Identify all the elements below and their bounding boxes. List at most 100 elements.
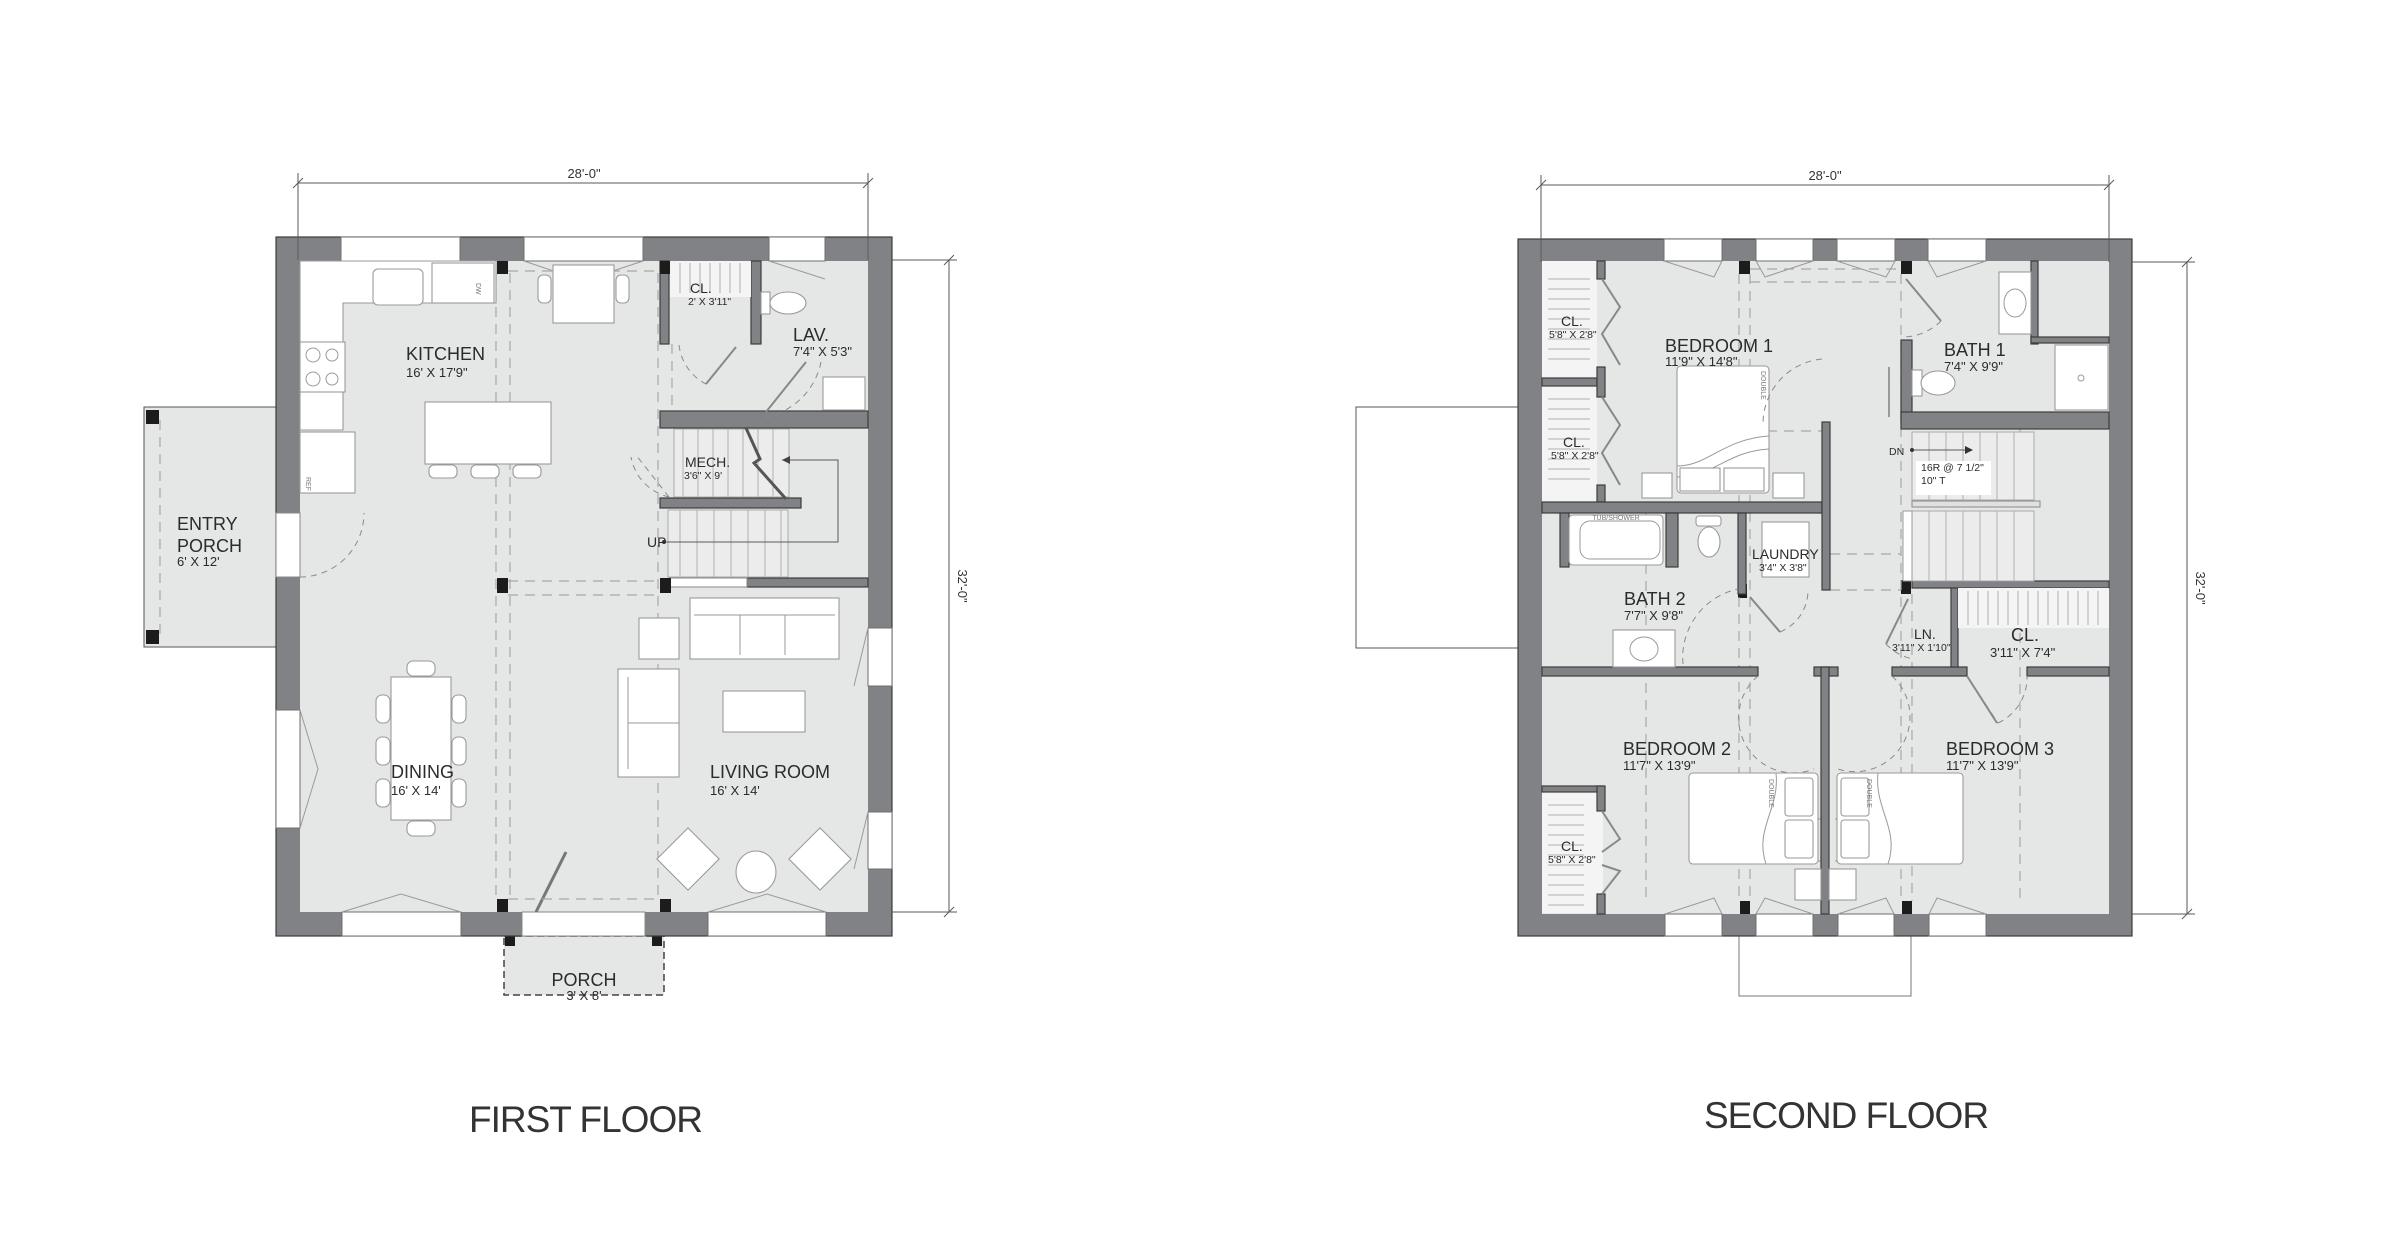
stair-treads <box>679 429 782 577</box>
living-furniture <box>617 597 852 894</box>
post <box>660 899 671 912</box>
bifold-doors[interactable] <box>1601 810 1622 895</box>
window <box>1837 913 1895 937</box>
hanger-lines <box>1548 278 1590 480</box>
stair-start-dot <box>1910 448 1914 452</box>
closet-a-label: CL. <box>1561 313 1583 329</box>
lav-dims: 7'4" X 5'3" <box>793 344 852 359</box>
stair-wall <box>1911 580 2110 589</box>
chair <box>375 694 391 724</box>
tub-wall <box>1665 512 1679 568</box>
depth-dimension-line <box>2132 256 2195 920</box>
closet-b-label: CL. <box>1563 434 1585 450</box>
porch-post <box>146 630 159 644</box>
burner <box>305 347 321 363</box>
second-floor-dimensions: 28'-0" 32'-0" <box>1535 168 2208 920</box>
basin <box>2003 288 2027 318</box>
closet-wall <box>1596 484 1606 503</box>
stair-up-label: UP <box>647 534 666 550</box>
window-swing <box>1663 260 1987 915</box>
sink-icon <box>372 268 424 306</box>
hanger-lines <box>1967 591 2099 625</box>
bath2-label: BATH 2 <box>1624 589 1686 609</box>
closet-label: CL. <box>690 280 712 296</box>
window <box>867 811 893 870</box>
stool <box>512 464 542 479</box>
chair <box>451 778 467 808</box>
window <box>1755 913 1814 937</box>
stair-down-label: DN <box>1889 446 1904 458</box>
bedroom1-furniture: DOUBLE <box>1641 358 1890 499</box>
nightstand <box>1828 868 1857 901</box>
closet-door <box>1966 675 1998 724</box>
depth-dimension: 32'-0" <box>955 569 970 603</box>
porch-roof-outline <box>1355 406 1519 649</box>
staircase[interactable] <box>1902 431 2041 582</box>
stair-break-line <box>744 427 788 500</box>
bifold-doors[interactable] <box>1600 278 1622 486</box>
toilet-icon <box>1697 526 1721 558</box>
second-floor-walls: DOUBLE TUB/SHOW <box>1517 238 2133 937</box>
entry-porch-label: ENTRY <box>177 514 238 534</box>
entry-porch-label-2: PORCH <box>177 536 242 556</box>
stair-direction-arrow <box>663 459 839 543</box>
front-door-opening[interactable] <box>521 911 646 937</box>
pillow <box>1723 467 1765 492</box>
lav-sink-icon <box>822 376 866 411</box>
door-swing <box>1885 643 1914 660</box>
bath1-fixtures <box>1900 271 2109 411</box>
nightstand <box>1772 472 1805 499</box>
chair <box>406 820 436 837</box>
toilet-tank <box>1695 515 1722 527</box>
living-room-label: LIVING ROOM <box>710 762 830 782</box>
laundry-label: LAUNDRY <box>1752 546 1819 562</box>
closet-door <box>705 346 737 385</box>
windows <box>1663 238 1987 937</box>
staircase[interactable] <box>662 427 839 578</box>
closet-divider <box>1541 377 1598 387</box>
chair <box>451 736 467 766</box>
toilet-tank <box>760 291 771 315</box>
bedroom1-label: BEDROOM 1 <box>1665 336 1773 356</box>
post <box>660 261 671 274</box>
window <box>340 236 461 262</box>
burner <box>305 371 321 387</box>
bed-type-label: DOUBLE <box>1759 371 1766 400</box>
closet-wall <box>1596 260 1606 280</box>
linen-door <box>1885 598 1909 645</box>
bedroom3-dims: 11'7" X 13'9" <box>1946 758 2019 773</box>
stair-start-dot <box>662 540 666 544</box>
windows <box>275 236 893 937</box>
bedroom-divider-wall <box>1820 666 1830 915</box>
stair-rail <box>668 577 748 588</box>
nightstand <box>1641 472 1673 499</box>
bedroom2-dims: 11'7" X 13'9" <box>1623 758 1696 773</box>
toilet-icon <box>1920 370 1956 396</box>
beam-lines <box>495 270 673 900</box>
pillow <box>1840 777 1870 817</box>
window <box>341 911 462 937</box>
closet-c-label: CL. <box>2011 625 2039 645</box>
entry-porch-dims: 6' X 12' <box>177 554 220 569</box>
kitchen-dims: 16' X 17'9" <box>406 365 468 380</box>
depth-dimension-line <box>892 254 957 918</box>
porch-label: PORCH <box>551 970 616 990</box>
lower-stair-run <box>667 509 789 578</box>
tub-basin <box>1579 520 1661 560</box>
post <box>1902 901 1912 914</box>
chair <box>375 736 391 766</box>
pillow <box>1679 467 1721 492</box>
closet-c-dims: 3'11" X 7'4" <box>1990 645 2056 660</box>
door-swing <box>1682 588 1739 665</box>
sofa <box>689 597 840 660</box>
laundry-wall <box>1737 512 1747 595</box>
entry-door-opening[interactable] <box>275 512 301 578</box>
closet-lav-fixtures <box>670 261 866 418</box>
window <box>1836 238 1896 262</box>
nightstand <box>1794 868 1822 901</box>
bedroom1-closets <box>1541 260 1622 503</box>
laundry-dims: 3'4" X 3'8" <box>1759 562 1807 574</box>
closet-wall <box>1596 366 1606 398</box>
entry-porch <box>143 406 277 648</box>
